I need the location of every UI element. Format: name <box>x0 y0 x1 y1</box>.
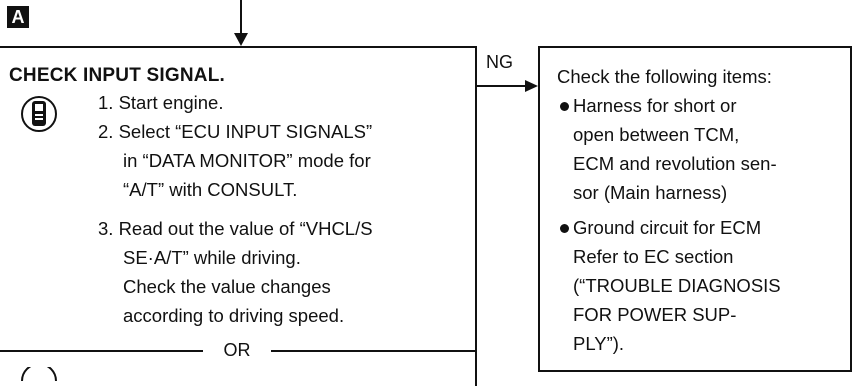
procedure-line-3: in “DATA MONITOR” mode for <box>123 150 371 171</box>
ng-item-2-line-1: Ground circuit for ECM <box>573 217 762 238</box>
ng-flow-arrowhead <box>525 80 538 92</box>
check-input-signal-box <box>0 46 477 386</box>
procedure-line-1: 1. Start engine. <box>98 92 224 113</box>
tester-icon <box>21 367 57 381</box>
incoming-flow-line <box>240 0 242 34</box>
consult-tester-icon <box>21 96 57 132</box>
ng-item-2-line-2: Refer to EC section <box>573 246 734 267</box>
ng-item-1-line-2: open between TCM, <box>573 124 740 145</box>
procedure-line-7: Check the value changes <box>123 276 331 297</box>
ng-item-2-line-5: PLY”). <box>573 333 625 354</box>
bullet-marker <box>560 224 569 233</box>
procedure-line-2: 2. Select “ECU INPUT SIGNALS” <box>98 121 373 142</box>
ng-item-1-line-3: ECM and revolution sen- <box>573 153 777 174</box>
procedure-line-5: 3. Read out the value of “VHCL/S <box>98 218 373 239</box>
ng-item-1-line-4: sor (Main harness) <box>573 182 728 203</box>
incoming-flow-arrowhead <box>234 33 248 46</box>
step-badge: A <box>7 6 29 28</box>
procedure-line-6: SE·A/T” while driving. <box>123 247 301 268</box>
ng-check-items-box <box>538 46 852 372</box>
check-title: CHECK INPUT SIGNAL. <box>9 65 225 86</box>
ng-flow-line <box>477 85 526 87</box>
procedure-line-4: “A/T” with CONSULT. <box>123 179 298 200</box>
or-separator: OR <box>0 339 477 361</box>
ng-item-2-line-4: FOR POWER SUP- <box>573 304 737 325</box>
ng-item-2-line-3: (“TROUBLE DIAGNOSIS <box>573 275 781 296</box>
ng-heading: Check the following items: <box>557 66 772 87</box>
or-rule-right <box>271 350 477 352</box>
or-label: OR <box>223 340 251 360</box>
ng-label: NG <box>486 52 513 72</box>
ng-item-1-line-1: Harness for short or <box>573 95 737 116</box>
bullet-marker <box>560 102 569 111</box>
or-rule-left <box>0 350 203 352</box>
procedure-line-8: according to driving speed. <box>123 305 345 326</box>
